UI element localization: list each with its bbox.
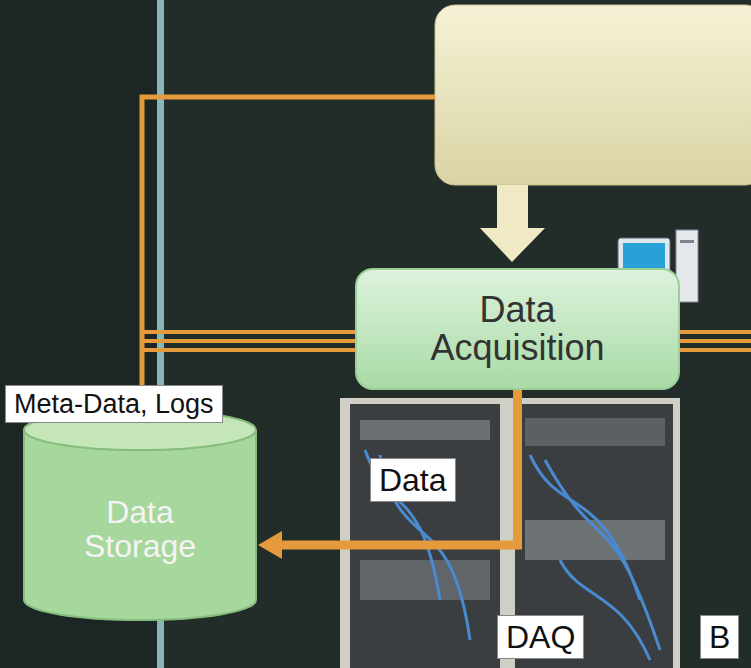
upper-panel	[435, 5, 751, 185]
edge-label: Data	[370, 458, 456, 502]
block-arrow	[480, 185, 545, 262]
rack-photo	[340, 398, 680, 668]
orange-bus	[142, 97, 751, 424]
rack-tag: B	[700, 615, 739, 659]
data-arrow	[258, 390, 518, 559]
flow-label: Meta-Data, Logs	[5, 385, 223, 423]
storage-cylinder: Data Storage	[22, 408, 258, 622]
rack-tag: DAQ	[497, 615, 584, 659]
node-text: Data Storage	[55, 496, 225, 563]
node-text: Data Acquisition	[398, 291, 638, 367]
process-box: Data Acquisition	[355, 268, 680, 390]
